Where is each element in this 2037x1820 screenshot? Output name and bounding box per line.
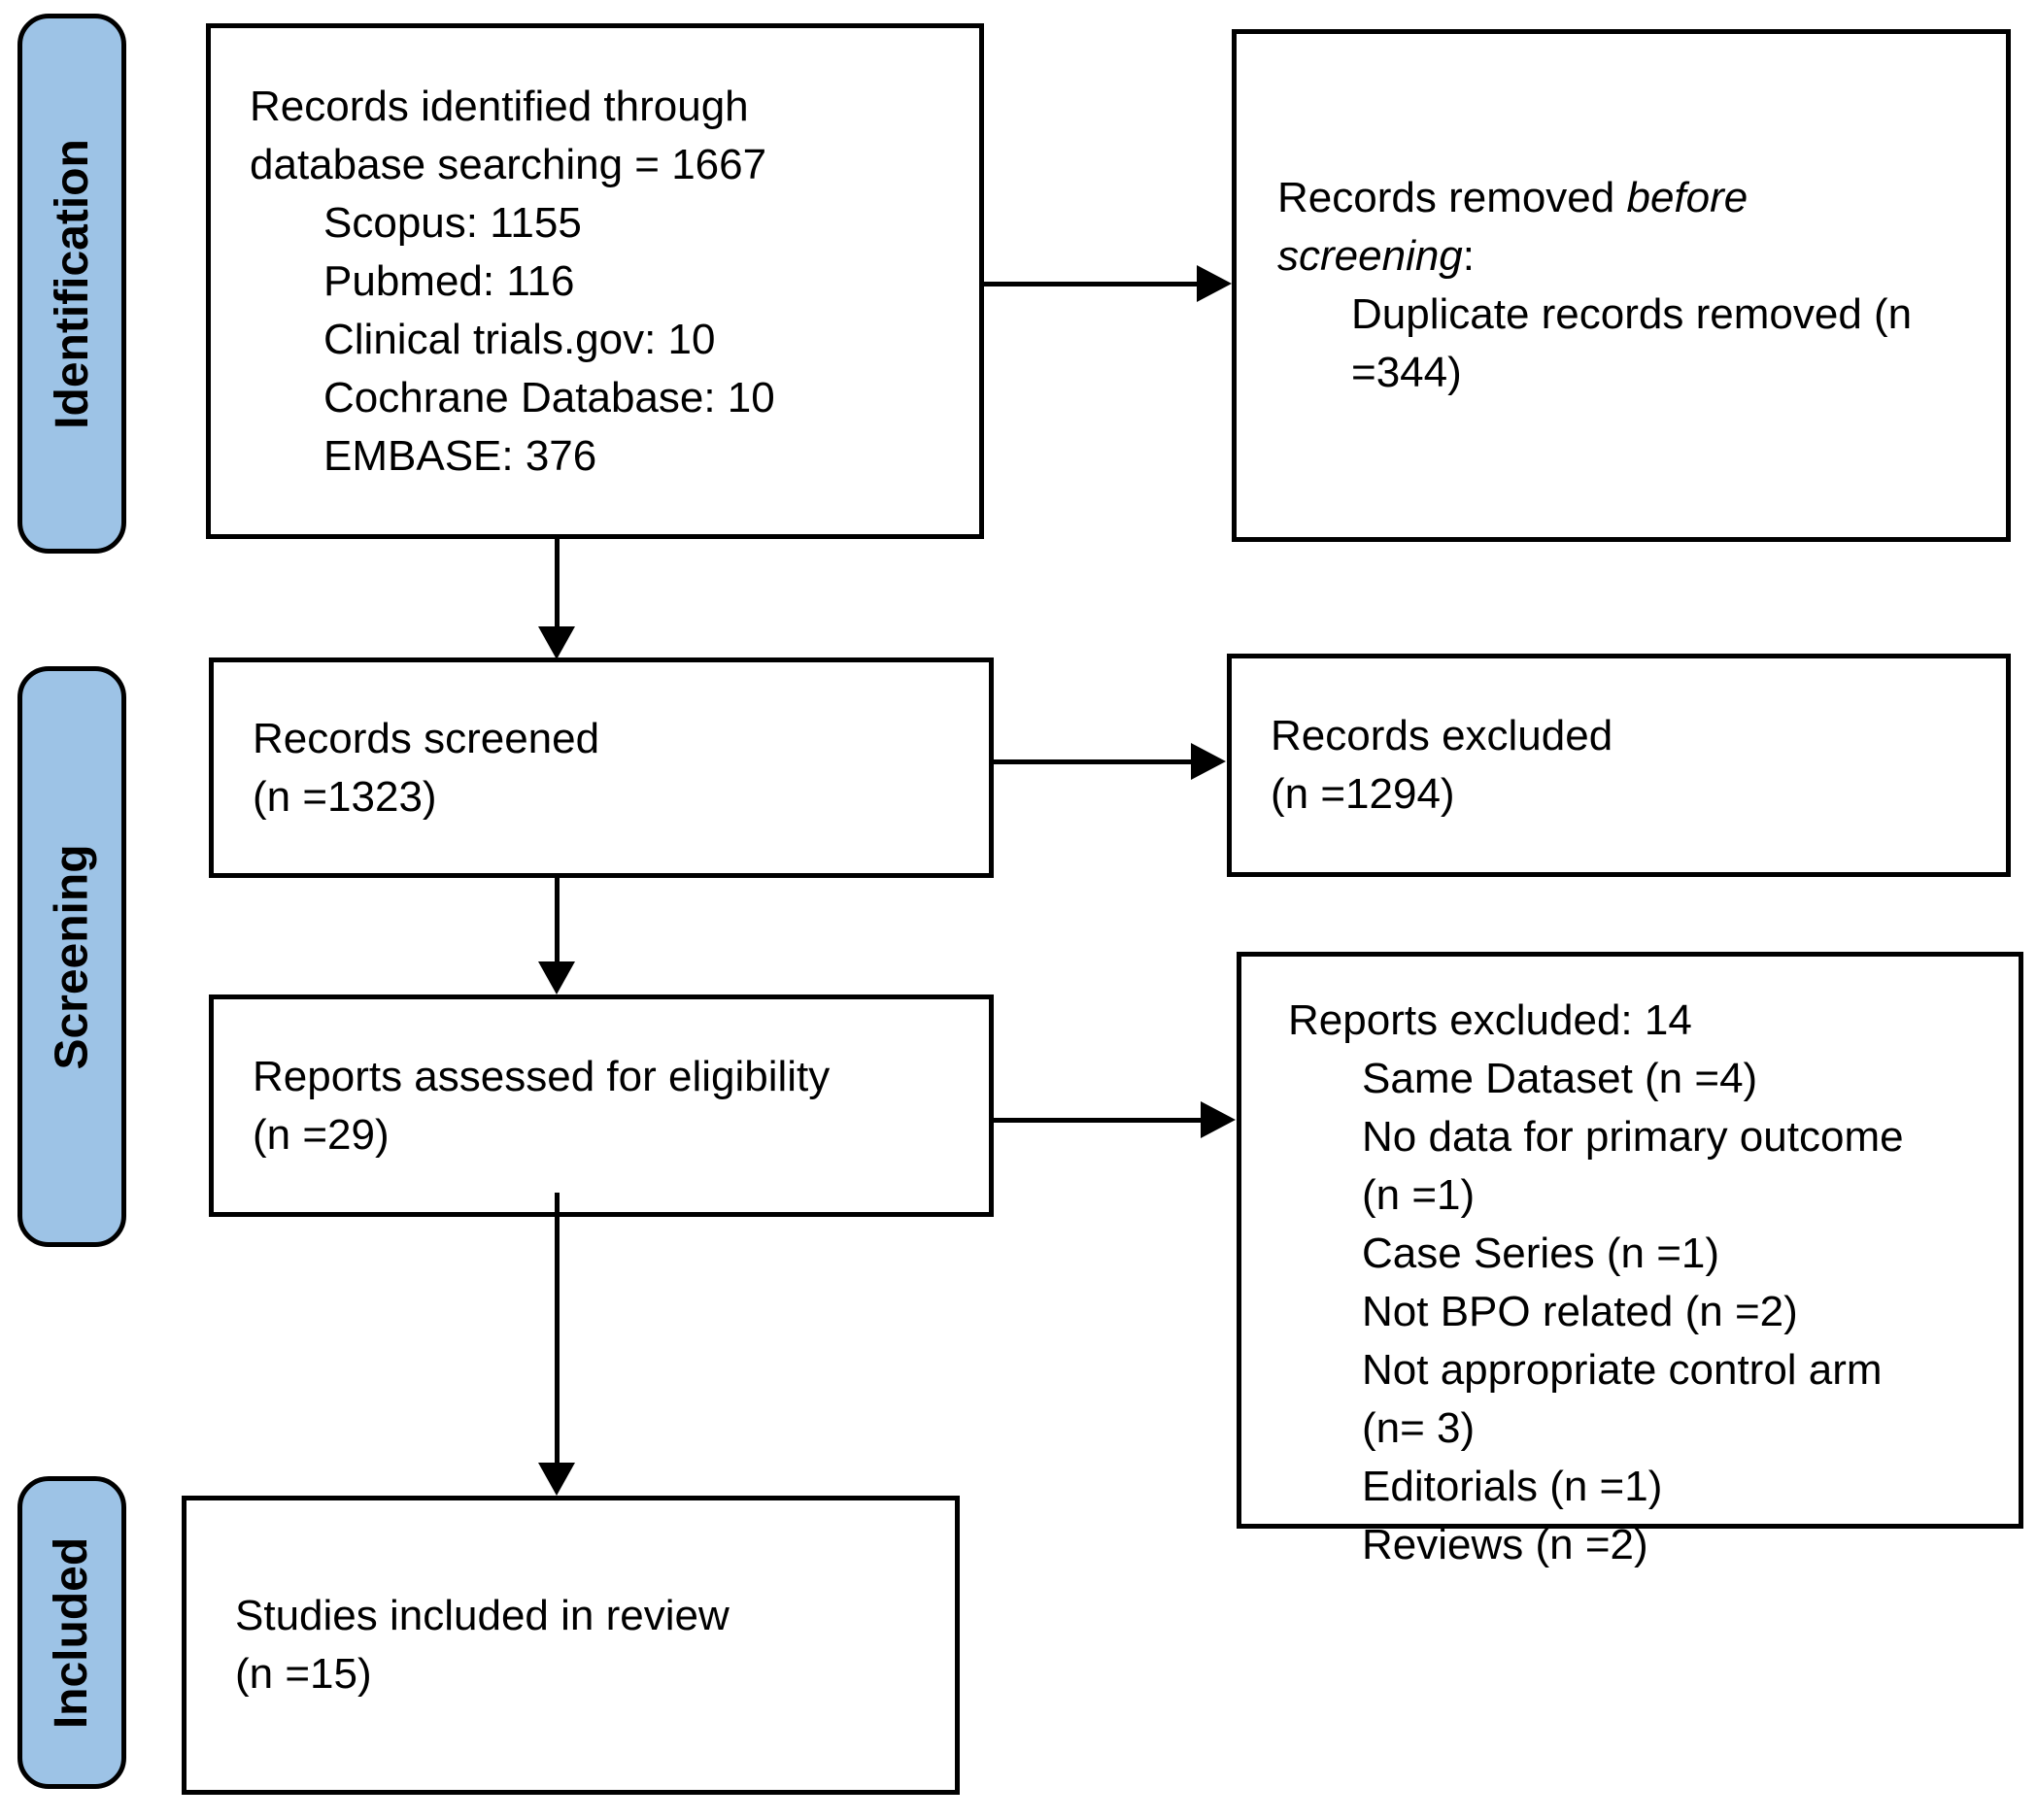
stage-label-screening: Screening <box>17 666 126 1247</box>
arrow-screened-to-excluded-head-icon <box>1191 743 1226 780</box>
arrow-assessed-to-reports-excluded-head-icon <box>1201 1101 1236 1138</box>
records-screened-count: (n =1323) <box>253 772 437 821</box>
exclusion-reason-editorials: Editorials (n =1) <box>1362 1463 1663 1510</box>
box-records-identified: Records identified through database sear… <box>206 23 984 539</box>
arrow-identified-to-screened-head-icon <box>538 626 575 659</box>
source-embase: EMBASE: 376 <box>323 431 597 480</box>
exclusion-reason-case-series: Case Series (n =1) <box>1362 1230 1720 1277</box>
records-removed-title-colon: : <box>1462 232 1476 280</box>
records-screened-line1: Records screened <box>253 714 600 762</box>
arrow-assessed-to-included-line <box>555 1193 560 1463</box>
arrow-screened-to-excluded-line <box>994 759 1193 764</box>
stage-label-identification: Identification <box>17 14 126 554</box>
arrow-screened-to-assessed-head-icon <box>538 961 575 994</box>
stage-label-identification-text: Identification <box>46 138 98 429</box>
exclusion-reason-control-arm: Not appropriate control arm (n= 3) <box>1362 1346 1883 1452</box>
source-scopus: Scopus: 1155 <box>323 198 582 247</box>
reports-assessed-line1: Reports assessed for eligibility <box>253 1052 831 1100</box>
reports-excluded-title: Reports excluded: 14 <box>1288 996 1692 1044</box>
exclusion-reason-reviews: Reviews (n =2) <box>1362 1521 1648 1568</box>
records-identified-line1: Records identified through <box>250 82 749 130</box>
studies-included-count: (n =15) <box>235 1650 372 1698</box>
records-excluded-line1: Records excluded <box>1271 712 1613 759</box>
source-pubmed: Pubmed: 116 <box>323 256 575 305</box>
reports-assessed-count: (n =29) <box>253 1110 390 1159</box>
records-removed-title: Records removed before screening: <box>1277 169 1914 286</box>
records-removed-reason: Duplicate records removed (n =344) <box>1351 290 1913 396</box>
records-removed-title-plain: Records removed <box>1277 174 1627 221</box>
box-records-screened: Records screened (n =1323) <box>209 657 994 878</box>
records-excluded-count: (n =1294) <box>1271 770 1455 818</box>
arrow-identified-to-removed-line <box>984 282 1200 286</box>
exclusion-reason-no-primary-outcome: No data for primary outcome (n =1) <box>1362 1113 1904 1219</box>
records-identified-line2: database searching = 1667 <box>250 140 767 188</box>
source-cochrane: Cochrane Database: 10 <box>323 373 775 421</box>
records-removed-title-italic: before screening <box>1277 174 1748 280</box>
arrow-identified-to-screened-line <box>555 539 560 628</box>
stage-label-included: Included <box>17 1476 126 1789</box>
box-records-excluded: Records excluded (n =1294) <box>1227 654 2011 877</box>
box-reports-excluded: Reports excluded: 14 Same Dataset (n =4)… <box>1237 952 2023 1568</box>
stage-label-included-text: Included <box>46 1536 98 1729</box>
source-clinicaltrials: Clinical trials.gov: 10 <box>323 315 716 363</box>
studies-included-line1: Studies included in review <box>235 1592 730 1639</box>
arrow-identified-to-removed-head-icon <box>1197 265 1232 302</box>
box-reports-assessed: Reports assessed for eligibility (n =29) <box>209 994 994 1217</box>
exclusion-reason-not-bpo: Not BPO related (n =2) <box>1362 1288 1798 1335</box>
exclusion-reason-same-dataset: Same Dataset (n =4) <box>1362 1055 1758 1102</box>
stage-label-screening-text: Screening <box>46 843 98 1070</box>
box-studies-included: Studies included in review (n =15) <box>182 1496 960 1795</box>
arrow-assessed-to-included-head-icon <box>538 1463 575 1496</box>
arrow-screened-to-assessed-line <box>555 878 560 963</box>
box-records-removed: Records removed before screening: Duplic… <box>1232 29 2011 542</box>
arrow-assessed-to-reports-excluded-line <box>994 1118 1203 1123</box>
